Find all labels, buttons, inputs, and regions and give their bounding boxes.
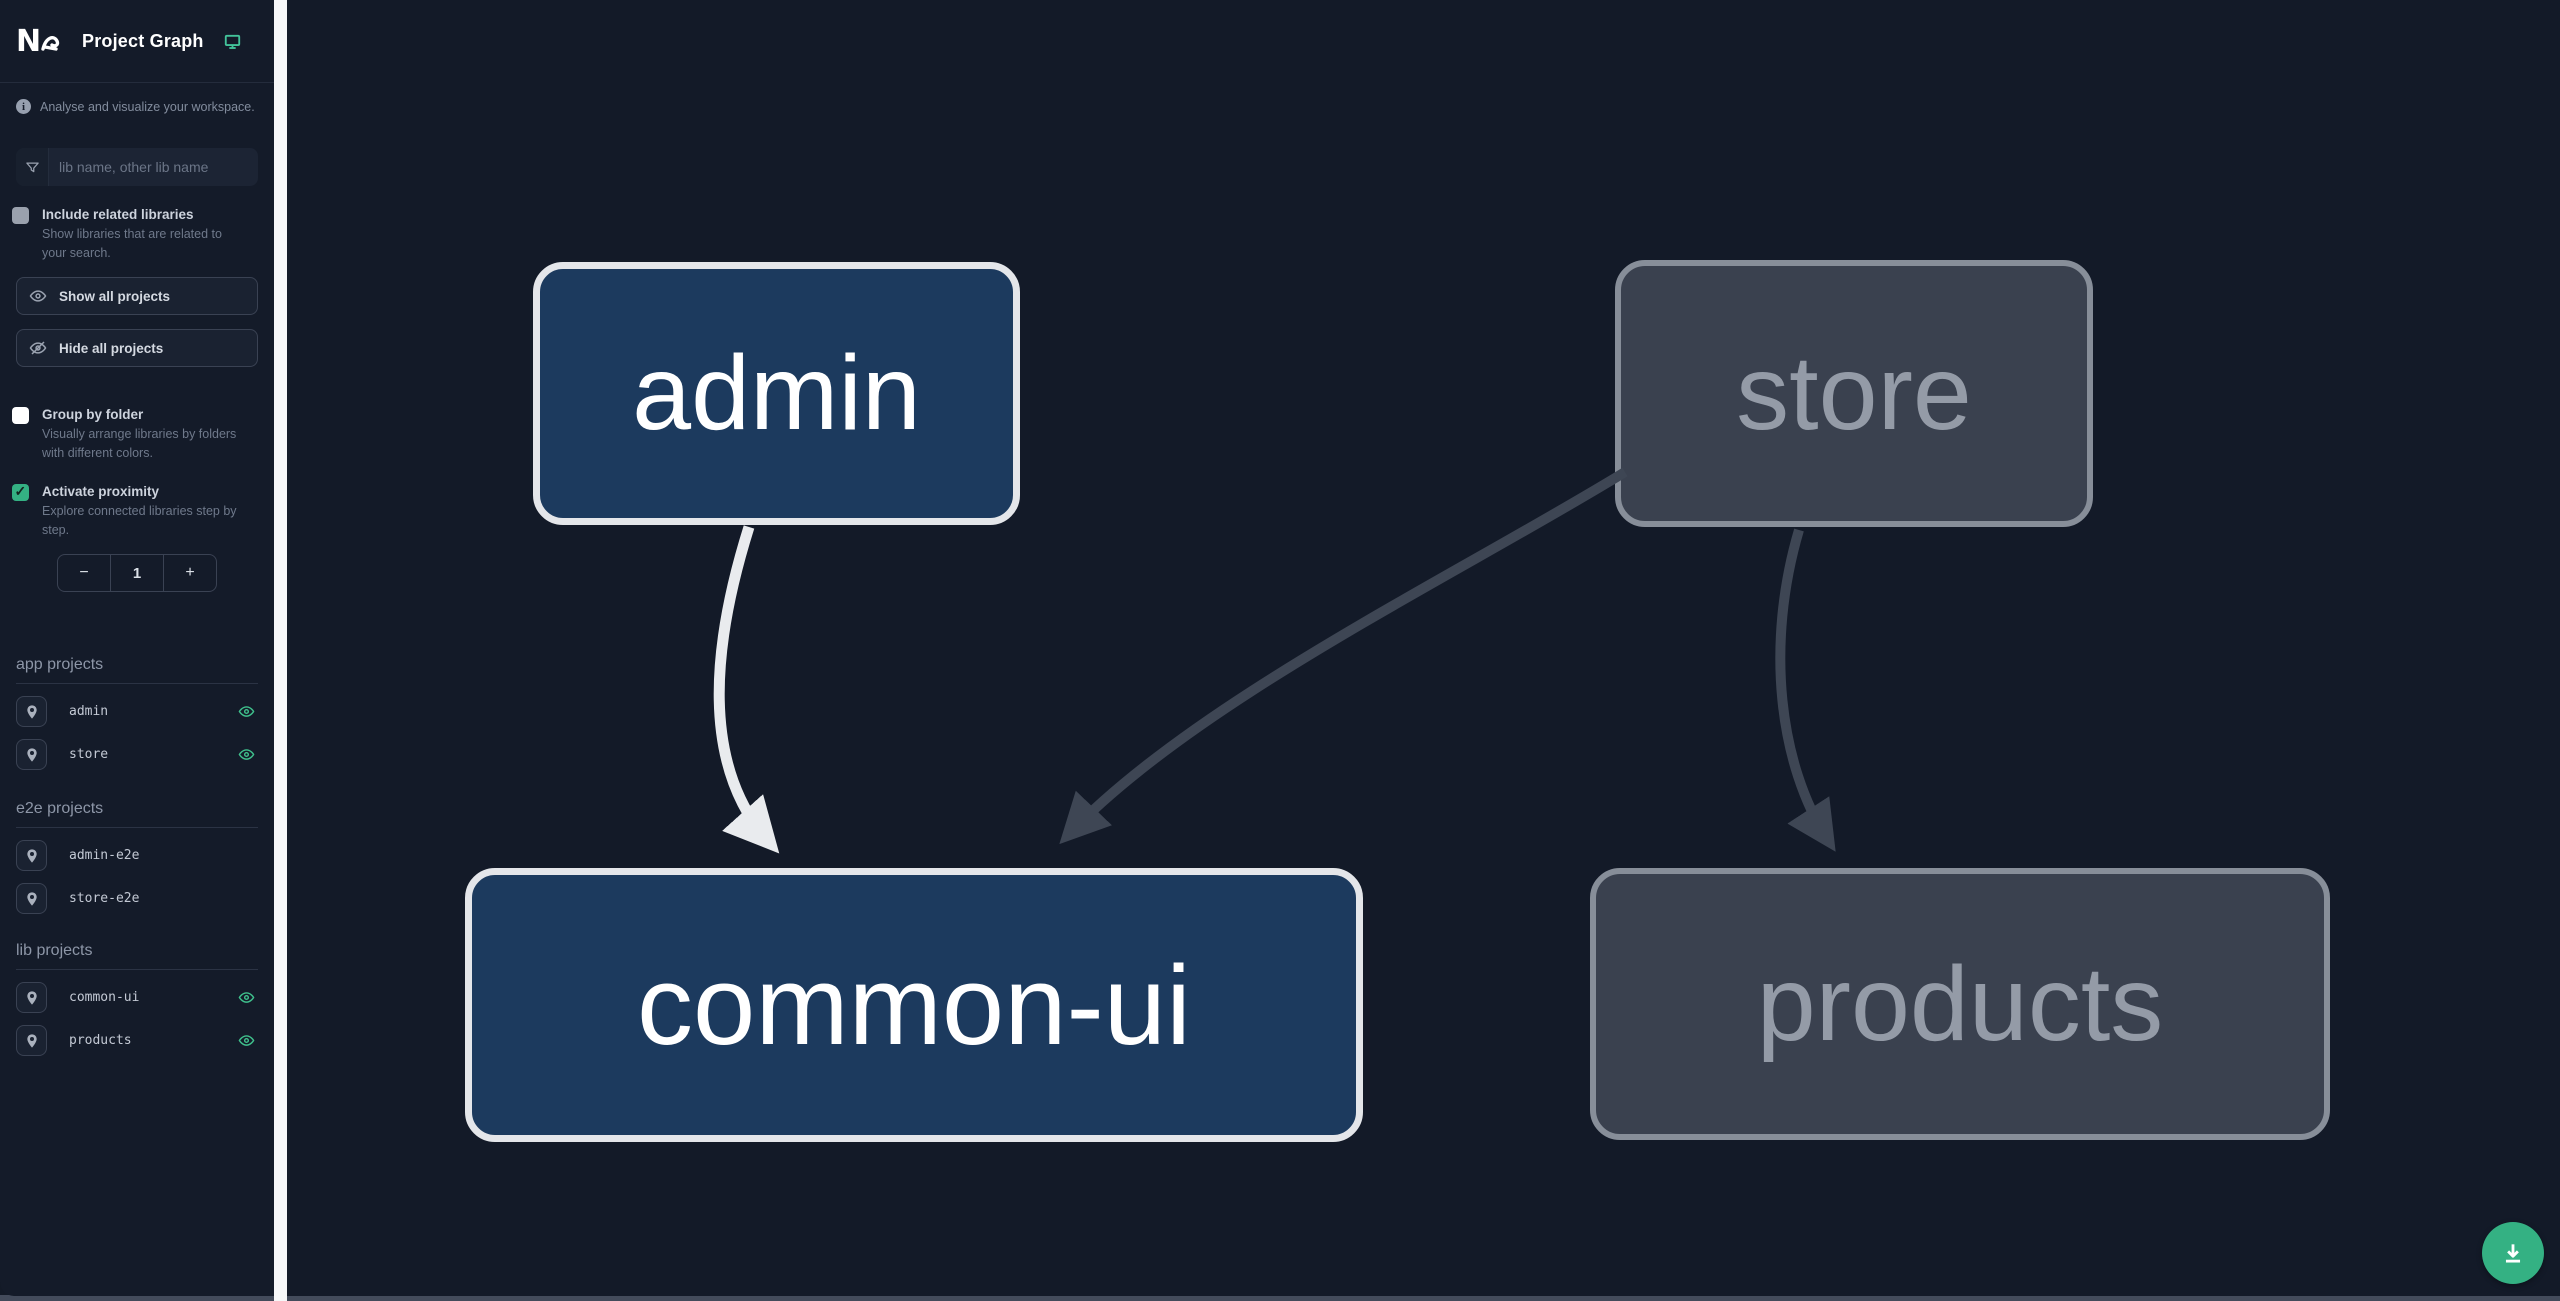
download-icon (2505, 1244, 2521, 1263)
workspace-subtitle: Analyse and visualize your workspace. (40, 99, 255, 114)
sidebar: N Project Graph i Analyse and visualize … (0, 0, 274, 1296)
proximity-stepper: − 1 + (57, 554, 217, 592)
focus-project-button[interactable] (16, 883, 47, 914)
toggle-visibility-eye-icon[interactable] (237, 703, 256, 720)
project-row-store-e2e: store-e2e (16, 883, 258, 914)
focus-project-button[interactable] (16, 982, 47, 1013)
focus-icon (26, 704, 37, 719)
nx-logo-icon: N (16, 25, 60, 57)
show-all-projects-label: Show all projects (59, 288, 171, 304)
bottom-scrollbar-track[interactable] (0, 1295, 2560, 1301)
search-input[interactable] (49, 148, 258, 186)
activate-proximity-option[interactable]: Activate proximity Explore connected lib… (0, 463, 274, 540)
project-name: products (69, 1033, 132, 1048)
graph-node-store[interactable]: store (1615, 260, 2093, 527)
download-image-button[interactable] (2482, 1222, 2544, 1284)
graph-node-common-ui[interactable]: common-ui (465, 868, 1363, 1142)
graph-node-admin[interactable]: admin (533, 262, 1020, 525)
toggle-visibility-eye-icon[interactable] (237, 746, 256, 763)
edge-store-to-common-ui (1059, 467, 1628, 845)
include-related-label: Include related libraries (42, 207, 194, 222)
project-name: store-e2e (69, 891, 140, 906)
section-lib-projects: lib projects common-ui (16, 942, 258, 1056)
project-name: store (69, 747, 109, 762)
project-row-store: store (16, 739, 258, 770)
section-title: lib projects (16, 942, 258, 970)
node-label: store (1736, 334, 1972, 452)
include-related-option[interactable]: Include related libraries Show libraries… (0, 186, 274, 263)
focus-icon (26, 990, 37, 1005)
sidebar-header: N Project Graph (0, 0, 274, 83)
project-row-common-ui: common-ui (16, 982, 258, 1013)
graph-node-products[interactable]: products (1590, 868, 2330, 1140)
group-by-folder-option[interactable]: Group by folder Visually arrange librari… (0, 367, 274, 463)
group-by-folder-description: Visually arrange libraries by folders wi… (42, 427, 237, 460)
project-name: common-ui (69, 990, 140, 1005)
focus-project-button[interactable] (16, 739, 47, 770)
eye-icon (29, 290, 47, 302)
svg-text:N: N (16, 25, 39, 57)
activate-proximity-description: Explore connected libraries step by step… (42, 504, 237, 537)
proximity-value: 1 (132, 564, 142, 582)
proximity-decrement-button[interactable]: − (58, 555, 111, 591)
node-label: admin (632, 334, 921, 452)
workspace-subtitle-row: i Analyse and visualize your workspace. (0, 83, 274, 114)
show-all-projects-button[interactable]: Show all projects (16, 277, 258, 315)
activate-proximity-checkbox[interactable] (12, 483, 29, 501)
group-by-folder-label: Group by folder (42, 407, 144, 422)
project-row-admin-e2e: admin-e2e (16, 840, 258, 871)
toggle-visibility-eye-icon[interactable] (237, 989, 256, 1006)
graph-canvas[interactable]: admin store common-ui products (287, 0, 2560, 1296)
project-name: admin-e2e (69, 848, 140, 863)
section-title: e2e projects (16, 800, 258, 828)
hide-all-projects-label: Hide all projects (59, 340, 164, 356)
focus-icon (26, 747, 37, 762)
focus-icon (26, 891, 37, 906)
page-title: Project Graph (82, 30, 204, 51)
filter-funnel-icon (16, 148, 49, 186)
hide-all-projects-button[interactable]: Hide all projects (16, 329, 258, 367)
project-row-admin: admin (16, 696, 258, 727)
eye-off-icon (29, 341, 47, 355)
edge-store-to-products (1775, 528, 1836, 852)
monitor-icon[interactable] (224, 33, 241, 50)
section-e2e-projects: e2e projects admin-e2e (16, 800, 258, 914)
sidebar-resize-handle[interactable] (274, 0, 287, 1301)
project-row-products: products (16, 1025, 258, 1056)
focus-project-button[interactable] (16, 696, 47, 727)
edge-admin-to-common-ui (713, 525, 780, 854)
activate-proximity-label: Activate proximity (42, 484, 160, 499)
focus-project-button[interactable] (16, 840, 47, 871)
proximity-increment-button[interactable]: + (163, 555, 216, 591)
section-app-projects: app projects admin (16, 656, 258, 770)
focus-icon (26, 848, 37, 863)
node-label: common-ui (637, 942, 1191, 1068)
group-by-folder-checkbox[interactable] (12, 407, 29, 424)
node-label: products (1756, 944, 2164, 1063)
project-name: admin (69, 704, 109, 719)
toggle-visibility-eye-icon[interactable] (237, 1032, 256, 1049)
focus-icon (26, 1033, 37, 1048)
include-related-checkbox[interactable] (12, 207, 29, 224)
info-icon: i (16, 99, 31, 114)
include-related-description: Show libraries that are related to your … (42, 227, 222, 260)
search-box (16, 148, 258, 186)
focus-project-button[interactable] (16, 1025, 47, 1056)
section-title: app projects (16, 656, 258, 684)
